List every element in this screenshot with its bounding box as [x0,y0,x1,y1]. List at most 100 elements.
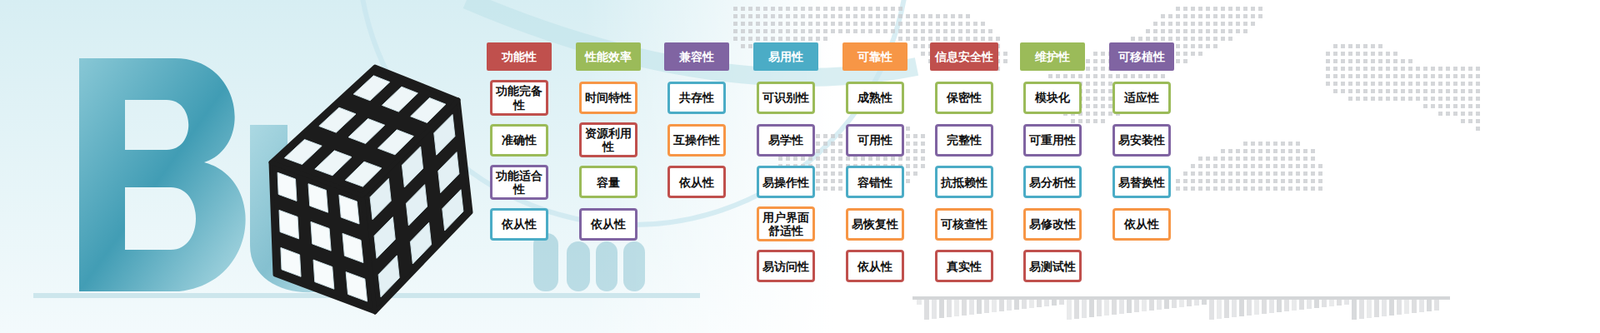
category-header: 功能性 [486,42,552,71]
map-dot [868,21,873,26]
skyline-building [1089,300,1095,318]
map-dot [1273,179,1278,184]
map-dot [1378,51,1383,56]
map-dot [1318,164,1323,169]
map-dot [890,29,895,34]
category-header: 可移植性 [1109,42,1175,71]
map-dot [883,21,888,26]
skyline-building [1329,300,1335,307]
map-dot [1100,59,1105,64]
cube-tile [279,210,300,239]
map-dot [1213,171,1218,176]
map-dot [1243,156,1248,161]
map-dot [1243,141,1248,146]
map-dot [1460,104,1465,109]
node-label: 易学性 [768,133,804,147]
cube-tile [410,222,431,265]
map-dot [868,29,873,34]
map-dot [898,21,903,26]
skyline-building [1126,300,1132,314]
map-dot [920,44,925,49]
map-dot [1258,156,1263,161]
map-dot [868,156,873,161]
map-dot [1153,29,1158,34]
skyline-building [1411,300,1417,314]
map-dot [1235,186,1240,191]
skyline-building [1014,300,1020,310]
map-dot [770,36,775,41]
skyline-building [1426,300,1432,312]
map-dot [980,21,985,26]
map-dot [1340,66,1345,71]
map-dot [1423,81,1428,86]
map-dot [1430,81,1435,86]
skyline-building [1224,300,1230,319]
skyline-building [1074,300,1080,320]
map-dot [815,141,820,146]
map-dot [1115,74,1120,79]
map-dot [755,29,760,34]
map-dot [920,29,925,34]
map-dot [1280,156,1285,161]
map-dot [1198,29,1203,34]
map-dot [793,6,798,11]
skyline-building [1291,300,1297,311]
map-dot [1183,171,1188,176]
map-dot [958,21,963,26]
map-dot [1348,96,1353,101]
map-dot [1190,6,1195,11]
node-label: 功能性 [501,50,537,64]
map-dot [1168,29,1173,34]
map-dot [778,21,783,26]
skyline-building [1021,300,1027,310]
map-dot [1370,96,1375,101]
map-dot [905,149,910,154]
map-dot [1258,179,1263,184]
map-dot [1273,171,1278,176]
map-dot [1348,59,1353,64]
map-dot [1438,104,1443,109]
skyline-building [1314,300,1320,309]
map-dot [950,29,955,34]
map-dot [1408,66,1413,71]
characteristic-box: 模块化 [1023,81,1082,115]
cube-tile [310,221,331,251]
map-dot [1475,104,1480,109]
map-dot [1265,149,1270,154]
map-dot [1258,14,1263,19]
map-dot [1453,111,1458,116]
map-dot [800,156,805,161]
map-dot [943,29,948,34]
characteristic-box: 易学性 [756,124,815,157]
node-label: 共存性 [679,90,715,105]
map-dot [815,6,820,11]
map-dot [1228,164,1233,169]
map-dot [755,36,760,41]
map-dot [823,29,828,34]
map-dot [1378,81,1383,86]
map-dot [905,14,910,19]
map-dot [1175,186,1180,191]
map-dot [1168,14,1173,19]
map-dot [1078,119,1083,124]
map-dot [1333,89,1338,94]
map-dot [815,171,820,176]
cube-tile [348,119,385,145]
map-dot [830,6,835,11]
map-dot [1438,89,1443,94]
map-dot [1325,74,1330,79]
map-dot [1108,111,1113,116]
map-dot [913,36,918,41]
map-dot [1280,141,1285,146]
map-dot [988,36,993,41]
map-dot [980,36,985,41]
map-dot [808,29,813,34]
map-dot [1093,66,1098,71]
map-dot [1093,74,1098,79]
map-dot [1093,51,1098,56]
map-dot [1280,186,1285,191]
map-dot [1250,186,1255,191]
map-dot [1288,149,1293,154]
map-dot [1288,164,1293,169]
map-dot [1198,14,1203,19]
